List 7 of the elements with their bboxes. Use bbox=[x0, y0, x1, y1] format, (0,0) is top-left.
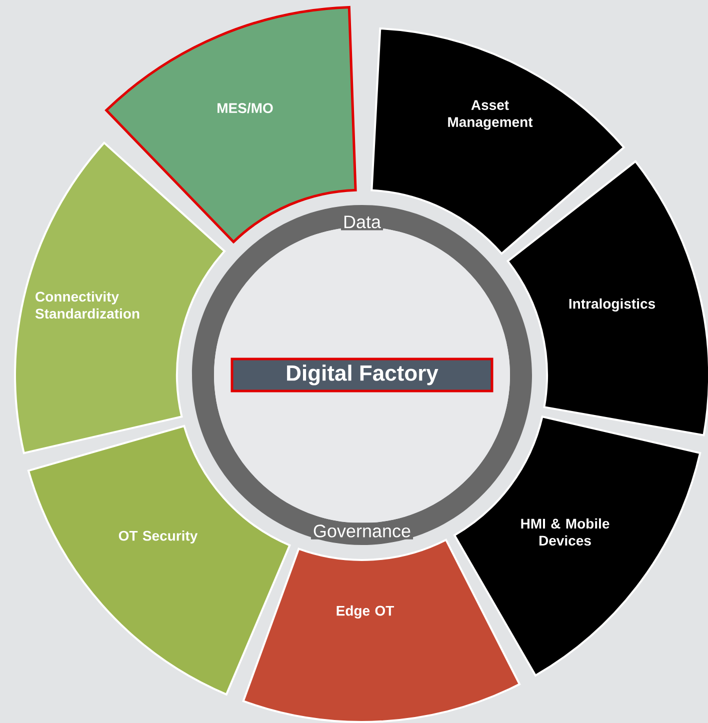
ring-segment: OT Security bbox=[27, 425, 291, 696]
ring-segment: Edge OT bbox=[242, 538, 521, 723]
ring-segment: HMI & Mobile Devices bbox=[454, 416, 702, 676]
title-box: Digital Factory bbox=[230, 358, 494, 392]
node-label: Governance bbox=[314, 524, 410, 538]
ring-segment: Intralogistics bbox=[506, 160, 708, 436]
ring-segment: Connectivity Standardization bbox=[14, 142, 226, 454]
